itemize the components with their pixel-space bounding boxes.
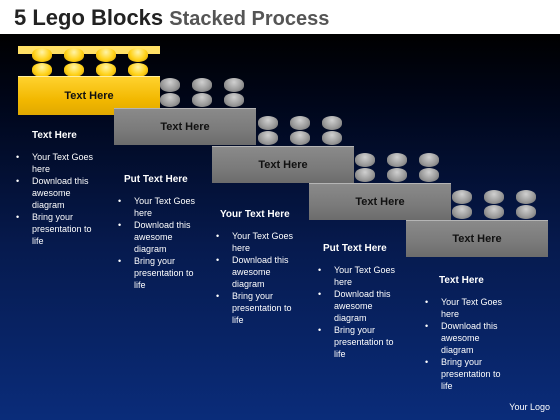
stud-icon bbox=[419, 168, 439, 182]
stud-icon bbox=[516, 205, 536, 219]
block-label: Text Here bbox=[309, 183, 451, 220]
column-heading: Put Text Here bbox=[323, 243, 387, 254]
list-item: Download this awesome diagram bbox=[14, 175, 100, 211]
stud-icon bbox=[224, 78, 244, 92]
stud-icon bbox=[258, 116, 278, 130]
list-item: Your Text Goes here bbox=[14, 151, 100, 175]
list-item: Bring your presentation to life bbox=[423, 356, 513, 392]
stud-icon bbox=[64, 48, 84, 62]
column-heading: Text Here bbox=[439, 275, 484, 286]
list-item: Bring your presentation to life bbox=[214, 290, 304, 326]
diagram-stage: Text Here Text Here Text Here Text Here bbox=[0, 34, 560, 420]
lego-block-3: Text Here bbox=[212, 114, 354, 183]
text-column-2: Put Text Here Your Text Goes here Downlo… bbox=[116, 174, 204, 291]
list-item: Your Text Goes here bbox=[214, 230, 304, 254]
stud-icon bbox=[64, 63, 84, 77]
stud-icon bbox=[192, 78, 212, 92]
stud-icon bbox=[484, 205, 504, 219]
stud-icon bbox=[452, 205, 472, 219]
stud-icon bbox=[32, 63, 52, 77]
lego-block-1: Text Here bbox=[18, 46, 160, 115]
bullet-list: Your Text Goes here Download this awesom… bbox=[214, 230, 304, 326]
block-top bbox=[18, 46, 160, 54]
column-heading: Put Text Here bbox=[124, 174, 188, 185]
stud-icon bbox=[224, 93, 244, 107]
block-label: Text Here bbox=[212, 146, 354, 183]
stud-icon bbox=[355, 168, 375, 182]
logo-placeholder: Your Logo bbox=[509, 402, 550, 412]
list-item: Download this awesome diagram bbox=[116, 219, 204, 255]
text-column-3: Your Text Here Your Text Goes here Downl… bbox=[214, 209, 304, 326]
stud-icon bbox=[322, 116, 342, 130]
text-column-5: Text Here Your Text Goes here Download t… bbox=[423, 275, 513, 392]
stud-icon bbox=[387, 153, 407, 167]
list-item: Download this awesome diagram bbox=[316, 288, 406, 324]
text-column-1: Text Here Your Text Goes here Download t… bbox=[14, 130, 100, 247]
list-item: Download this awesome diagram bbox=[214, 254, 304, 290]
list-item: Bring your presentation to life bbox=[14, 211, 100, 247]
block-label: Text Here bbox=[406, 220, 548, 257]
stud-icon bbox=[322, 131, 342, 145]
stud-icon bbox=[484, 190, 504, 204]
stud-icon bbox=[128, 48, 148, 62]
stud-icon bbox=[160, 93, 180, 107]
stud-icon bbox=[290, 131, 310, 145]
list-item: Download this awesome diagram bbox=[423, 320, 513, 356]
stud-icon bbox=[387, 168, 407, 182]
bullet-list: Your Text Goes here Download this awesom… bbox=[316, 264, 406, 360]
list-item: Bring your presentation to life bbox=[316, 324, 406, 360]
stud-icon bbox=[516, 190, 536, 204]
title-bar: 5 Lego Blocks Stacked Process bbox=[0, 0, 560, 34]
stud-icon bbox=[32, 48, 52, 62]
title-light: Stacked Process bbox=[169, 8, 330, 30]
lego-block-2: Text Here bbox=[114, 76, 256, 145]
stud-icon bbox=[452, 190, 472, 204]
bullet-list: Your Text Goes here Download this awesom… bbox=[14, 151, 100, 247]
bullet-list: Your Text Goes here Download this awesom… bbox=[423, 296, 513, 392]
list-item: Your Text Goes here bbox=[423, 296, 513, 320]
list-item: Your Text Goes here bbox=[316, 264, 406, 288]
stud-icon bbox=[290, 116, 310, 130]
stud-icon bbox=[128, 63, 148, 77]
column-heading: Your Text Here bbox=[220, 209, 290, 220]
stud-icon bbox=[355, 153, 375, 167]
list-item: Your Text Goes here bbox=[116, 195, 204, 219]
stud-icon bbox=[192, 93, 212, 107]
column-heading: Text Here bbox=[32, 130, 77, 141]
lego-block-4: Text Here bbox=[309, 151, 451, 220]
block-label: Text Here bbox=[114, 108, 256, 145]
text-column-4: Put Text Here Your Text Goes here Downlo… bbox=[316, 243, 406, 360]
stud-icon bbox=[258, 131, 278, 145]
bullet-list: Your Text Goes here Download this awesom… bbox=[116, 195, 204, 291]
title-bold: 5 Lego Blocks bbox=[14, 5, 164, 30]
lego-block-5: Text Here bbox=[406, 188, 548, 257]
slide-title: 5 Lego Blocks Stacked Process bbox=[14, 5, 329, 31]
list-item: Bring your presentation to life bbox=[116, 255, 204, 291]
stud-icon bbox=[419, 153, 439, 167]
stud-icon bbox=[96, 63, 116, 77]
stud-icon bbox=[96, 48, 116, 62]
stud-icon bbox=[160, 78, 180, 92]
